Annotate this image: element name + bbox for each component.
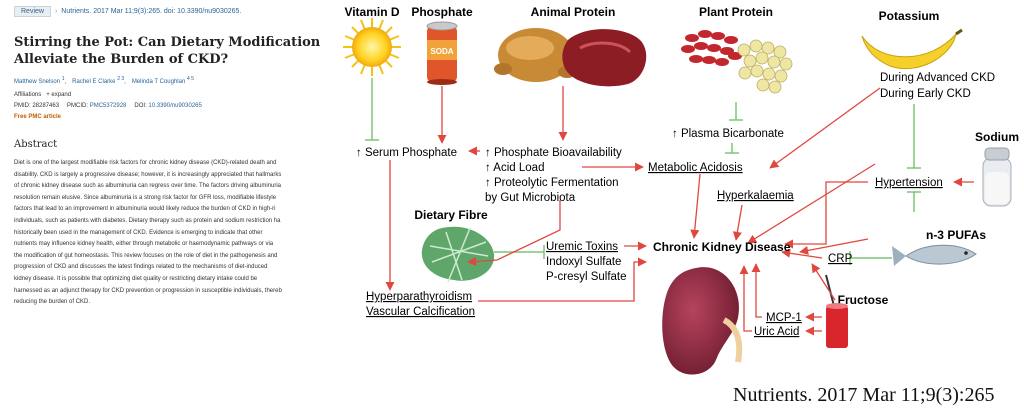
pmcid-link[interactable]: PMC5372928 bbox=[89, 103, 127, 109]
fructose-label: Fructose bbox=[838, 293, 889, 307]
early-ckd-node: During Early CKD bbox=[880, 88, 971, 100]
breadcrumb: Review › Nutrients. 2017 Mar 11;9(3):265… bbox=[14, 4, 330, 18]
phosphate-bioavailability-node: ↑ Phosphate Bioavailability bbox=[485, 147, 622, 159]
vascular-calcification-node: Vascular Calcification bbox=[366, 306, 475, 318]
advanced-ckd-node: During Advanced CKD bbox=[880, 72, 995, 84]
doi: DOI: 10.3390/nu9030265 bbox=[134, 103, 202, 109]
vitamin-d-label: Vitamin D bbox=[344, 5, 399, 19]
kidney-beans-icon bbox=[681, 30, 742, 66]
uric-acid-node: Uric Acid bbox=[754, 326, 799, 338]
author-link[interactable]: Melinda T Coughlan 4 5 bbox=[131, 76, 194, 85]
animal-protein-label: Animal Protein bbox=[531, 5, 616, 19]
p-cresyl-sulfate-node: P-cresyl Sulfate bbox=[546, 271, 627, 283]
red-meat-icon bbox=[562, 29, 647, 87]
sun-icon bbox=[343, 18, 401, 76]
article-title: Stirring the Pot: Can Dietary Modificati… bbox=[14, 35, 321, 67]
potassium-label: Potassium bbox=[879, 9, 940, 23]
author-list: Matthew Snelson 1, Rachel E Clarke 2 3, … bbox=[14, 76, 330, 85]
dietary-fibre-label: Dietary Fibre bbox=[414, 208, 488, 222]
hypertension-node: Hypertension bbox=[875, 177, 943, 189]
figure-citation: Nutrients. 2017 Mar 11;9(3):265 bbox=[733, 384, 995, 406]
serum-phosphate-node: ↑ Serum Phosphate bbox=[356, 147, 457, 159]
proteolytic-fermentation-node: ↑ Proteolytic Fermentation bbox=[485, 177, 619, 189]
abstract-text: Diet is one of the largest modifiable ri… bbox=[14, 160, 282, 306]
banana-icon bbox=[861, 28, 963, 70]
chevron-right-icon: › bbox=[54, 7, 58, 15]
roast-chicken-icon bbox=[494, 28, 576, 82]
author-link[interactable]: Matthew Snelson 1, bbox=[14, 76, 67, 85]
ckd-node: Chronic Kidney Disease bbox=[653, 240, 791, 254]
n3-pufas-label: n-3 PUFAs bbox=[926, 228, 986, 242]
metabolic-acidosis-node: Metabolic Acidosis bbox=[648, 162, 743, 174]
uremic-toxins-node: Uremic Toxins bbox=[546, 241, 618, 253]
chickpeas-icon bbox=[737, 39, 793, 94]
phosphate-label: Phosphate bbox=[411, 5, 473, 19]
sodium-label: Sodium bbox=[975, 130, 1019, 144]
pmid: PMID: 28287463 bbox=[14, 103, 60, 109]
fibre-icon bbox=[421, 226, 495, 283]
salt-shaker-icon bbox=[982, 147, 1012, 207]
journal-citation-link[interactable]: Nutrients. 2017 Mar 11;9(3):265. doi: 10… bbox=[61, 7, 242, 15]
pmcid: PMCID: PMC5372928 bbox=[67, 103, 127, 109]
affiliations-label: Affiliations bbox=[14, 92, 42, 98]
fructose-drink-icon bbox=[825, 274, 848, 348]
indoxyl-sulfate-node: Indoxyl Sulfate bbox=[546, 256, 621, 268]
author-link[interactable]: Rachel E Clarke 2 3, bbox=[72, 76, 126, 85]
article-panel: Review › Nutrients. 2017 Mar 11;9(3):265… bbox=[0, 0, 338, 420]
fish-icon bbox=[892, 244, 977, 266]
kidney-icon bbox=[662, 267, 743, 375]
soda-can-icon: SODA bbox=[426, 21, 458, 85]
acid-load-node: ↑ Acid Load bbox=[485, 162, 544, 174]
plasma-bicarbonate-node: ↑ Plasma Bicarbonate bbox=[672, 128, 784, 140]
plant-protein-label: Plant Protein bbox=[699, 5, 773, 19]
mcp1-node: MCP-1 bbox=[766, 312, 802, 324]
affiliations-row: Affiliations + expand bbox=[14, 92, 330, 98]
hyperparathyroidism-node: Hyperparathyroidism bbox=[366, 291, 472, 303]
expand-affiliations-button[interactable]: + expand bbox=[46, 92, 72, 98]
identifiers-row: PMID: 28287463 PMCID: PMC5372928 DOI: 10… bbox=[14, 103, 330, 109]
abstract-heading: Abstract bbox=[14, 139, 58, 150]
gut-microbiota-node: by Gut Microbiota bbox=[485, 192, 576, 204]
hyperkalaemia-node: Hyperkalaemia bbox=[717, 190, 794, 202]
article-type-badge: Review bbox=[14, 5, 51, 17]
free-article-label[interactable]: Free PMC article bbox=[14, 114, 62, 120]
svg-text:SODA: SODA bbox=[430, 47, 453, 56]
doi-link[interactable]: 10.3390/nu9030265 bbox=[148, 103, 202, 109]
crp-node: CRP bbox=[828, 253, 853, 265]
